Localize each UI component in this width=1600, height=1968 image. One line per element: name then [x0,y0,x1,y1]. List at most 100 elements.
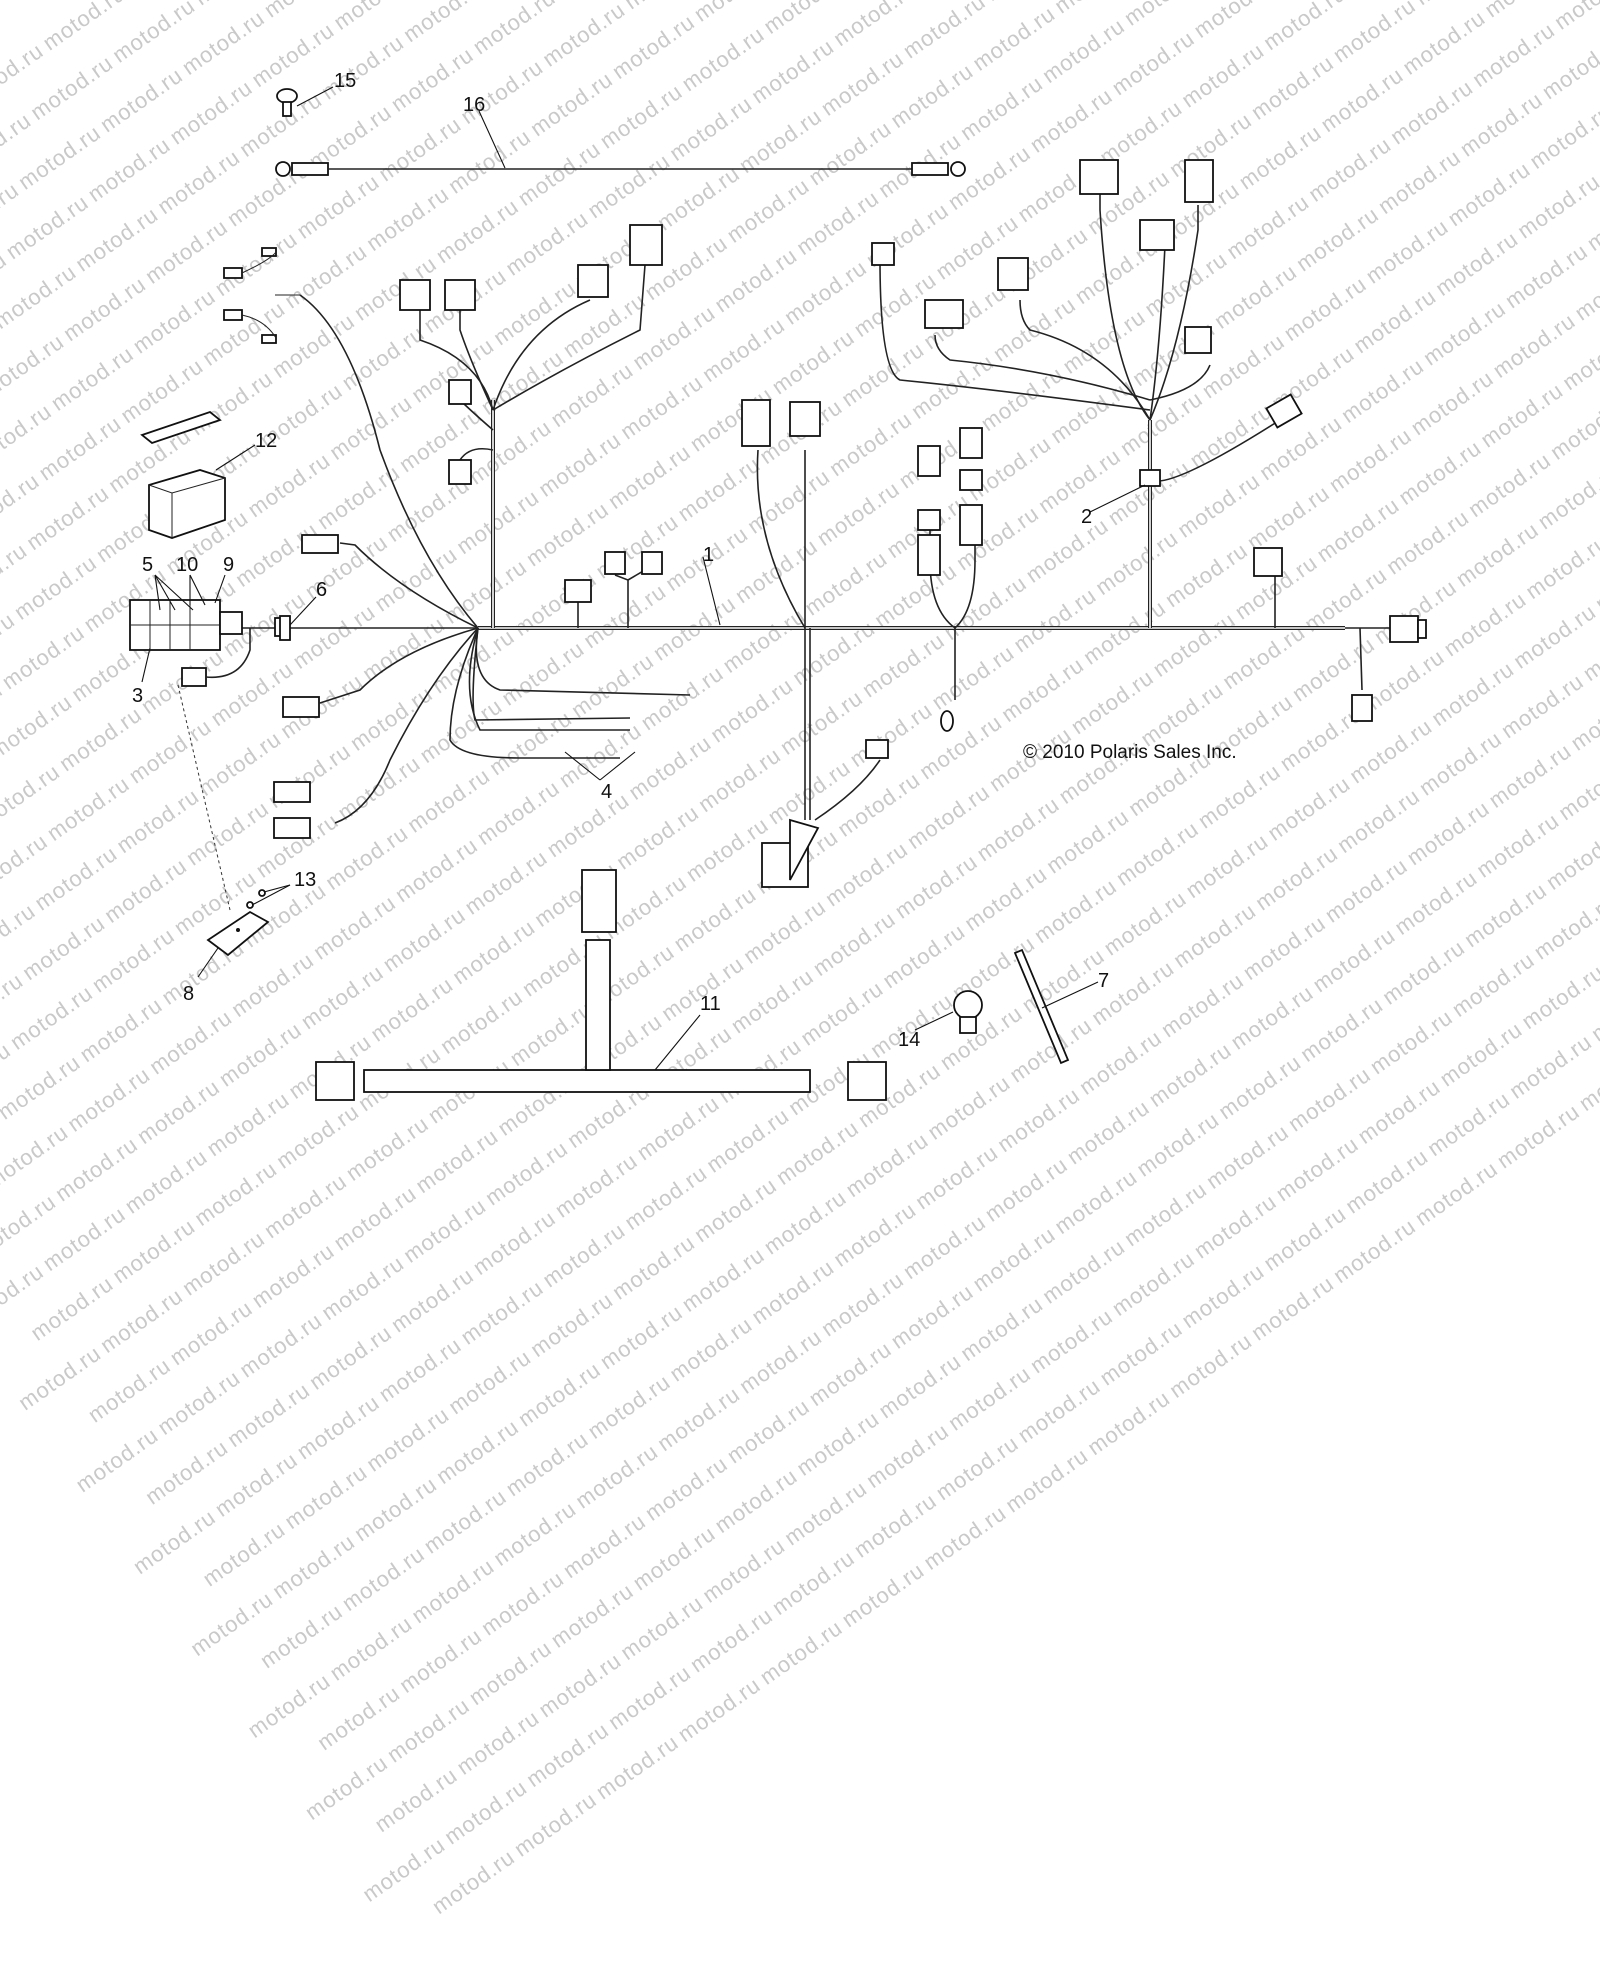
watermark-text: motod.ru [152,1364,245,1440]
watermark-text: motod.ru [337,1541,430,1616]
watermark-text: motod.ru [0,1258,49,1334]
watermark-text: motod.ru [873,1348,966,1424]
watermark-text: motod.ru [398,1192,491,1268]
fuse-box [129,599,290,687]
watermark-text: motod.ru [419,1483,512,1559]
watermark-text: motod.ru [324,1610,418,1686]
callout-2: 2 [1081,506,1092,528]
watermark-text: motod.ru [292,1389,385,1465]
watermark-text: motod.ru [456,1274,549,1350]
watermark-text: motod.ru [1258,1200,1351,1276]
watermark-text: motod.ru [595,1299,688,1375]
harness-drawing: 1 2 3 4 5 6 7 8 9 10 11 12 13 14 15 16 [129,70,1427,1101]
watermark-text: motod.ru [849,1487,942,1563]
watermark-text: motod.ru [603,1659,696,1735]
watermark-text: motod.ru [755,1614,848,1690]
watermark-text: motod.ru [722,1393,815,1469]
callout-5: 5 [142,554,153,576]
relay-box [140,410,226,539]
bracket-part [206,889,270,957]
watermark-text: motod.ru [312,1680,405,1756]
watermark-text: motod.ru [243,1668,336,1743]
watermark-text: motod.ru [267,1528,360,1604]
watermark-text: motod.ru [165,1295,258,1371]
watermark-text: motod.ru [439,1774,532,1850]
watermark-text: motod.ru [828,1196,921,1272]
callout-15: 15 [334,70,356,92]
watermark-text: motod.ru [628,1520,721,1596]
callout-8: 8 [183,983,194,1005]
watermark-text: motod.ru [1013,1373,1106,1448]
callout-labels: 1 2 3 4 5 6 7 8 9 10 11 12 13 14 15 16 [132,70,1109,1051]
lower-harness [315,869,887,1101]
watermark-text: motod.ru [1189,1188,1282,1264]
watermark-text: motod.ru [431,1414,524,1489]
watermark-text: motod.ru [898,1209,991,1285]
callout-10: 10 [176,554,198,576]
watermark-text: motod.ru [886,1278,979,1354]
watermark-text: motod.ru [583,1368,676,1444]
watermark-text: motod.ru [943,1360,1036,1436]
watermark-text: motod.ru [197,1516,291,1592]
watermark-text: motod.ru [558,1508,651,1584]
watermark-text: motod.ru [615,1590,708,1666]
watermark-text: motod.ru [394,1622,487,1698]
watermark-text: motod.ru [1328,1213,1421,1289]
watermark-text: motod.ru [464,1635,557,1711]
watermark-text: motod.ru [370,1762,463,1838]
watermark-text: motod.ru [652,1381,745,1457]
watermark-text: motod.ru [1082,1385,1175,1461]
watermark-text: motod.ru [488,1495,581,1571]
watermark-text: motod.ru [222,1377,315,1453]
watermark-text: motod.ru [451,1704,545,1780]
watermark-text: motod.ru [931,1430,1024,1506]
watermark-text: motod.ru [513,1356,606,1432]
watermark-text: motod.ru [509,1786,602,1862]
watermark-text: motod.ru [1164,1327,1257,1403]
watermark-text: motod.ru [476,1565,569,1641]
watermark-text: motod.ru [673,1672,766,1747]
clip-part [953,990,983,1034]
watermark-text: motod.ru [697,1532,790,1608]
watermark-text: motod.ru [525,1287,618,1362]
watermark-text: motod.ru [640,1450,733,1526]
watermark-text: motod.ru [255,1598,348,1674]
watermark-text: motod.ru [13,1340,106,1416]
watermark-text: motod.ru [677,1241,770,1317]
watermark-text: motod.ru [607,1229,700,1305]
main-harness [240,190,1427,824]
watermark-text: motod.ru [968,1221,1061,1297]
callout-1: 1 [703,544,714,566]
watermark-text: motod.ru [468,1205,561,1281]
watermark-text: motod.ru [861,1418,954,1493]
callout-3: 3 [132,685,143,707]
watermark-text: motod.ru [386,1262,479,1338]
watermark-text: motod.ru [0,1188,61,1264]
watermark-text: motod.ru [918,1499,1011,1575]
grommet-part [279,615,291,641]
watermark-text: motod.ru [210,1446,303,1522]
watermark-text: motod.ru [185,1586,278,1661]
watermark-text: motod.ru [804,1336,897,1412]
watermark-text: motod.ru [533,1647,626,1723]
watermark-text: motod.ru [107,1213,200,1289]
watermark-text: motod.ru [427,1844,520,1920]
watermark-text: motod.ru [38,1201,131,1276]
watermark-text: motod.ru [746,1254,839,1330]
watermark-text: motod.ru [591,1729,684,1805]
watermark-text: motod.ru [664,1311,757,1387]
watermark-text: motod.ru [300,1749,393,1825]
callout-9: 9 [223,554,234,576]
watermark-text: motod.ru [779,1475,872,1551]
watermark-text: motod.ru [374,1332,467,1408]
watermark-text: motod.ru [1037,1233,1130,1309]
watermark-text: motod.ru [546,1577,639,1653]
watermark-text: motod.ru [95,1283,188,1358]
screw-part [276,88,298,117]
watermark-text: motod.ru [537,1217,630,1293]
watermark-text: motod.ru [349,1471,442,1547]
callout-16: 16 [463,94,485,116]
watermark-text: motod.ru [247,1237,340,1313]
watermark-text: motod.ru [361,1401,454,1477]
